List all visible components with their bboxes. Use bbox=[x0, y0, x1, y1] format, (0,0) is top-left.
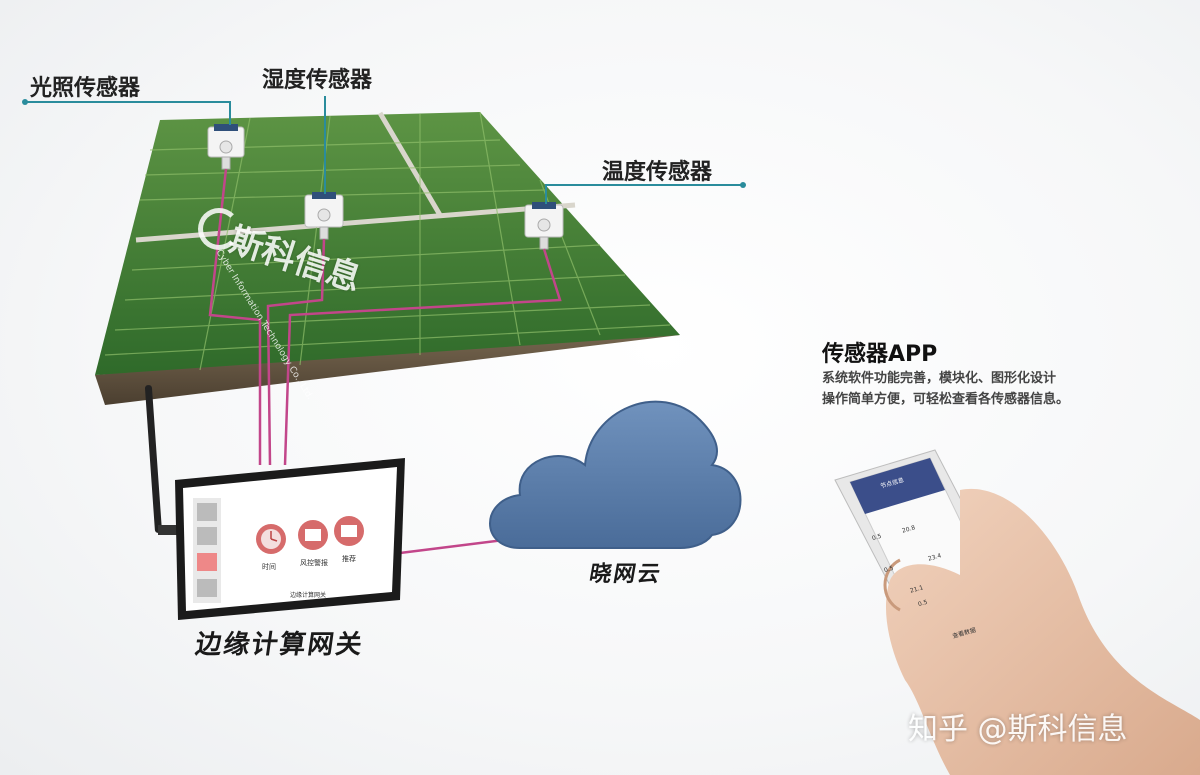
gateway-screen-footer: 边缘计算网关 bbox=[290, 592, 327, 599]
humidity-sensor-device bbox=[304, 192, 344, 240]
light-sensor-leader-drop bbox=[229, 101, 231, 125]
temperature-sensor-leader bbox=[545, 184, 745, 186]
logo-mark-icon bbox=[198, 208, 240, 250]
humidity-sensor-leader bbox=[324, 96, 326, 194]
gateway-tile-label: 时间 bbox=[262, 563, 276, 571]
humidity-sensor-label: 湿度传感器 bbox=[262, 68, 373, 93]
light-sensor-label: 光照传感器 bbox=[30, 76, 141, 101]
temperature-sensor-leader-dot bbox=[740, 182, 746, 188]
light-sensor-leader-dot bbox=[22, 99, 28, 105]
gateway-tile-label: 推荐 bbox=[342, 555, 356, 563]
app-title: 传感器APP bbox=[822, 342, 938, 367]
app-description-line: 系统软件功能完善，模块化、图形化设计 bbox=[822, 371, 1057, 386]
light-sensor-leader bbox=[25, 101, 230, 103]
farmland bbox=[95, 111, 680, 405]
app-description-line: 操作简单方便，可轻松查看各传感器信息。 bbox=[822, 392, 1070, 407]
cloud-label: 晓网云 bbox=[587, 562, 664, 587]
cloud-shape bbox=[489, 400, 742, 549]
temperature-sensor-label: 温度传感器 bbox=[602, 160, 713, 185]
temperature-sensor-device bbox=[524, 202, 564, 250]
antenna bbox=[144, 385, 180, 535]
edge-gateway-label: 边缘计算网关 bbox=[193, 630, 366, 660]
edge-gateway-device bbox=[175, 458, 405, 620]
footer-watermark: 知乎 @斯科信息 bbox=[908, 712, 1128, 747]
gateway-tile-label: 风控警报 bbox=[300, 559, 328, 567]
temperature-sensor-leader-drop bbox=[545, 184, 547, 204]
smartphone-in-hand bbox=[834, 449, 1200, 775]
